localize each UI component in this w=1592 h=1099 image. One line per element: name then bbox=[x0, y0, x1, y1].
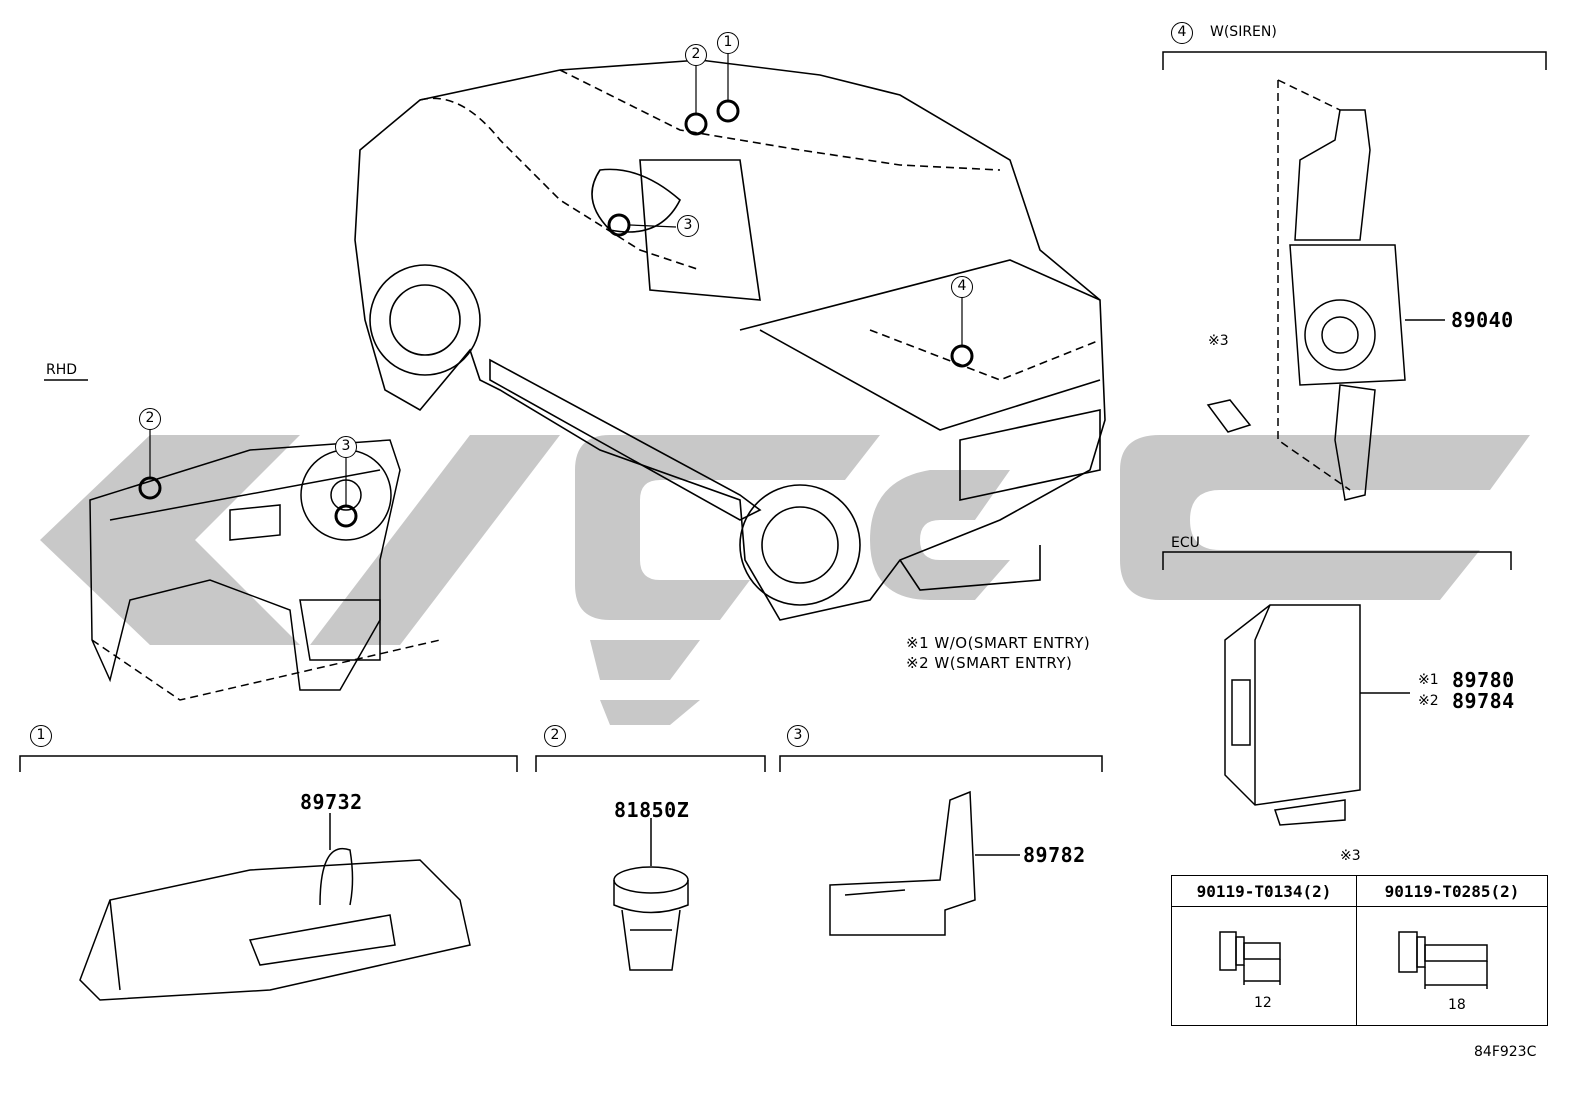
part-89782-drawing bbox=[829, 790, 1020, 936]
ecu-mark-2: ※2 bbox=[1418, 693, 1439, 709]
section-brackets bbox=[19, 51, 1547, 772]
ecu-mark-1: ※1 bbox=[1418, 672, 1439, 688]
fastener-part-2: 90119-T0285(2) bbox=[1356, 875, 1548, 907]
part-number-89780: 89780 bbox=[1452, 668, 1515, 692]
bolt-icon bbox=[1398, 931, 1488, 989]
part-89732-drawing bbox=[79, 813, 471, 1001]
watermark-logo bbox=[40, 435, 1530, 725]
callout-number: 4 bbox=[951, 276, 973, 298]
vehicle-leaders bbox=[629, 54, 963, 345]
callout-number: 2 bbox=[685, 44, 707, 66]
callout-number: 3 bbox=[677, 215, 699, 237]
rhd-label: RHD bbox=[46, 362, 78, 378]
section-number: 2 bbox=[544, 725, 566, 747]
fastener-dimension-2: 18 bbox=[1448, 997, 1466, 1013]
fastener-cell-2: 18 bbox=[1356, 906, 1548, 1026]
ecu-section-title: ECU bbox=[1171, 535, 1200, 551]
part-number-89040: 89040 bbox=[1451, 308, 1514, 332]
fastener-part-1: 90119-T0134(2) bbox=[1171, 875, 1357, 907]
section-number: 1 bbox=[30, 725, 52, 747]
part-81850Z-drawing bbox=[613, 818, 689, 971]
bolt-icon bbox=[1219, 931, 1281, 985]
fastener-cell-1: 12 bbox=[1171, 906, 1357, 1026]
figure-code: 84F923C bbox=[1474, 1044, 1537, 1060]
note-2: ※2 W(SMART ENTRY) bbox=[906, 654, 1073, 672]
rhd-leaders bbox=[149, 430, 347, 505]
vehicle-callouts bbox=[607, 99, 974, 368]
rhd-callouts bbox=[138, 476, 358, 528]
part-number-81850Z: 81850Z bbox=[614, 798, 690, 822]
section-number: 3 bbox=[787, 725, 809, 747]
siren-section-title: W(SIREN) bbox=[1210, 24, 1277, 40]
part-89040-drawing bbox=[1206, 79, 1445, 501]
note-1: ※1 W/O(SMART ENTRY) bbox=[906, 634, 1091, 652]
callout-number: 2 bbox=[139, 408, 161, 430]
fastener-dimension-1: 12 bbox=[1254, 995, 1272, 1011]
fastener-table: 90119-T0134(2) 90119-T0285(2) 12 bbox=[1171, 875, 1548, 1026]
bolt-reference-mark: ※3 bbox=[1208, 333, 1229, 349]
section-number: 4 bbox=[1171, 22, 1193, 44]
part-number-89782: 89782 bbox=[1023, 843, 1086, 867]
part-number-89732: 89732 bbox=[300, 790, 363, 814]
part-number-89784: 89784 bbox=[1452, 689, 1515, 713]
fastener-table-ref: ※3 bbox=[1340, 848, 1361, 864]
callout-number: 1 bbox=[717, 32, 739, 54]
callout-number: 3 bbox=[335, 436, 357, 458]
ecu-drawing bbox=[1224, 604, 1410, 826]
